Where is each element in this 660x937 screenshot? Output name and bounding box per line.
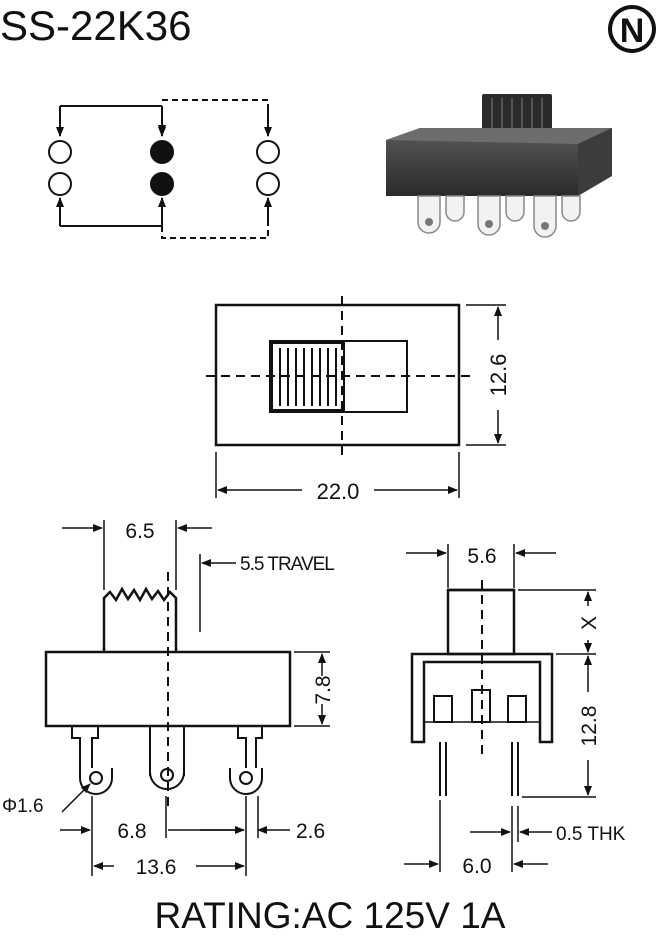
terminal-open-2 (256, 140, 280, 164)
terminal-open-4 (256, 172, 280, 196)
circuit-schematic (48, 99, 280, 239)
terminal-closed-1 (150, 140, 174, 164)
end-view (404, 544, 596, 872)
top-view (206, 296, 506, 498)
end-pin-span-dim: 6.0 (462, 855, 491, 878)
end-actuator-width-dim: 5.6 (467, 545, 496, 568)
terminal-thickness-dim: 0.5 THK (556, 824, 626, 845)
end-overall-height-dim: 12.8 (578, 706, 601, 747)
travel-dim: 5.5 TRAVEL (240, 554, 334, 575)
manufacturer-logo: N (608, 5, 656, 53)
pin-pitch-dim: 6.8 (117, 820, 146, 843)
side-body-height-dim: 7.8 (312, 675, 335, 704)
product-illustration (386, 94, 612, 238)
pin-span-dim: 13.6 (136, 856, 177, 879)
part-number-title: SS-22K36 (0, 2, 191, 49)
terminal-closed-2 (150, 172, 174, 196)
actuator-height-dim: X (578, 616, 601, 630)
rating-text: RATING:AC 125V 1A (155, 895, 506, 936)
side-actuator-width-dim: 6.5 (125, 520, 154, 543)
terminal-open-3 (48, 172, 72, 196)
top-view-height-dim: 12.6 (486, 354, 511, 397)
terminal-open-1 (48, 140, 72, 164)
hole-diameter-dim: Φ1.6 (2, 796, 44, 817)
side-view (44, 520, 330, 876)
top-view-width-dim: 22.0 (317, 479, 360, 504)
edge-offset-dim: 2.6 (296, 820, 325, 843)
logo-letter: N (620, 12, 645, 50)
